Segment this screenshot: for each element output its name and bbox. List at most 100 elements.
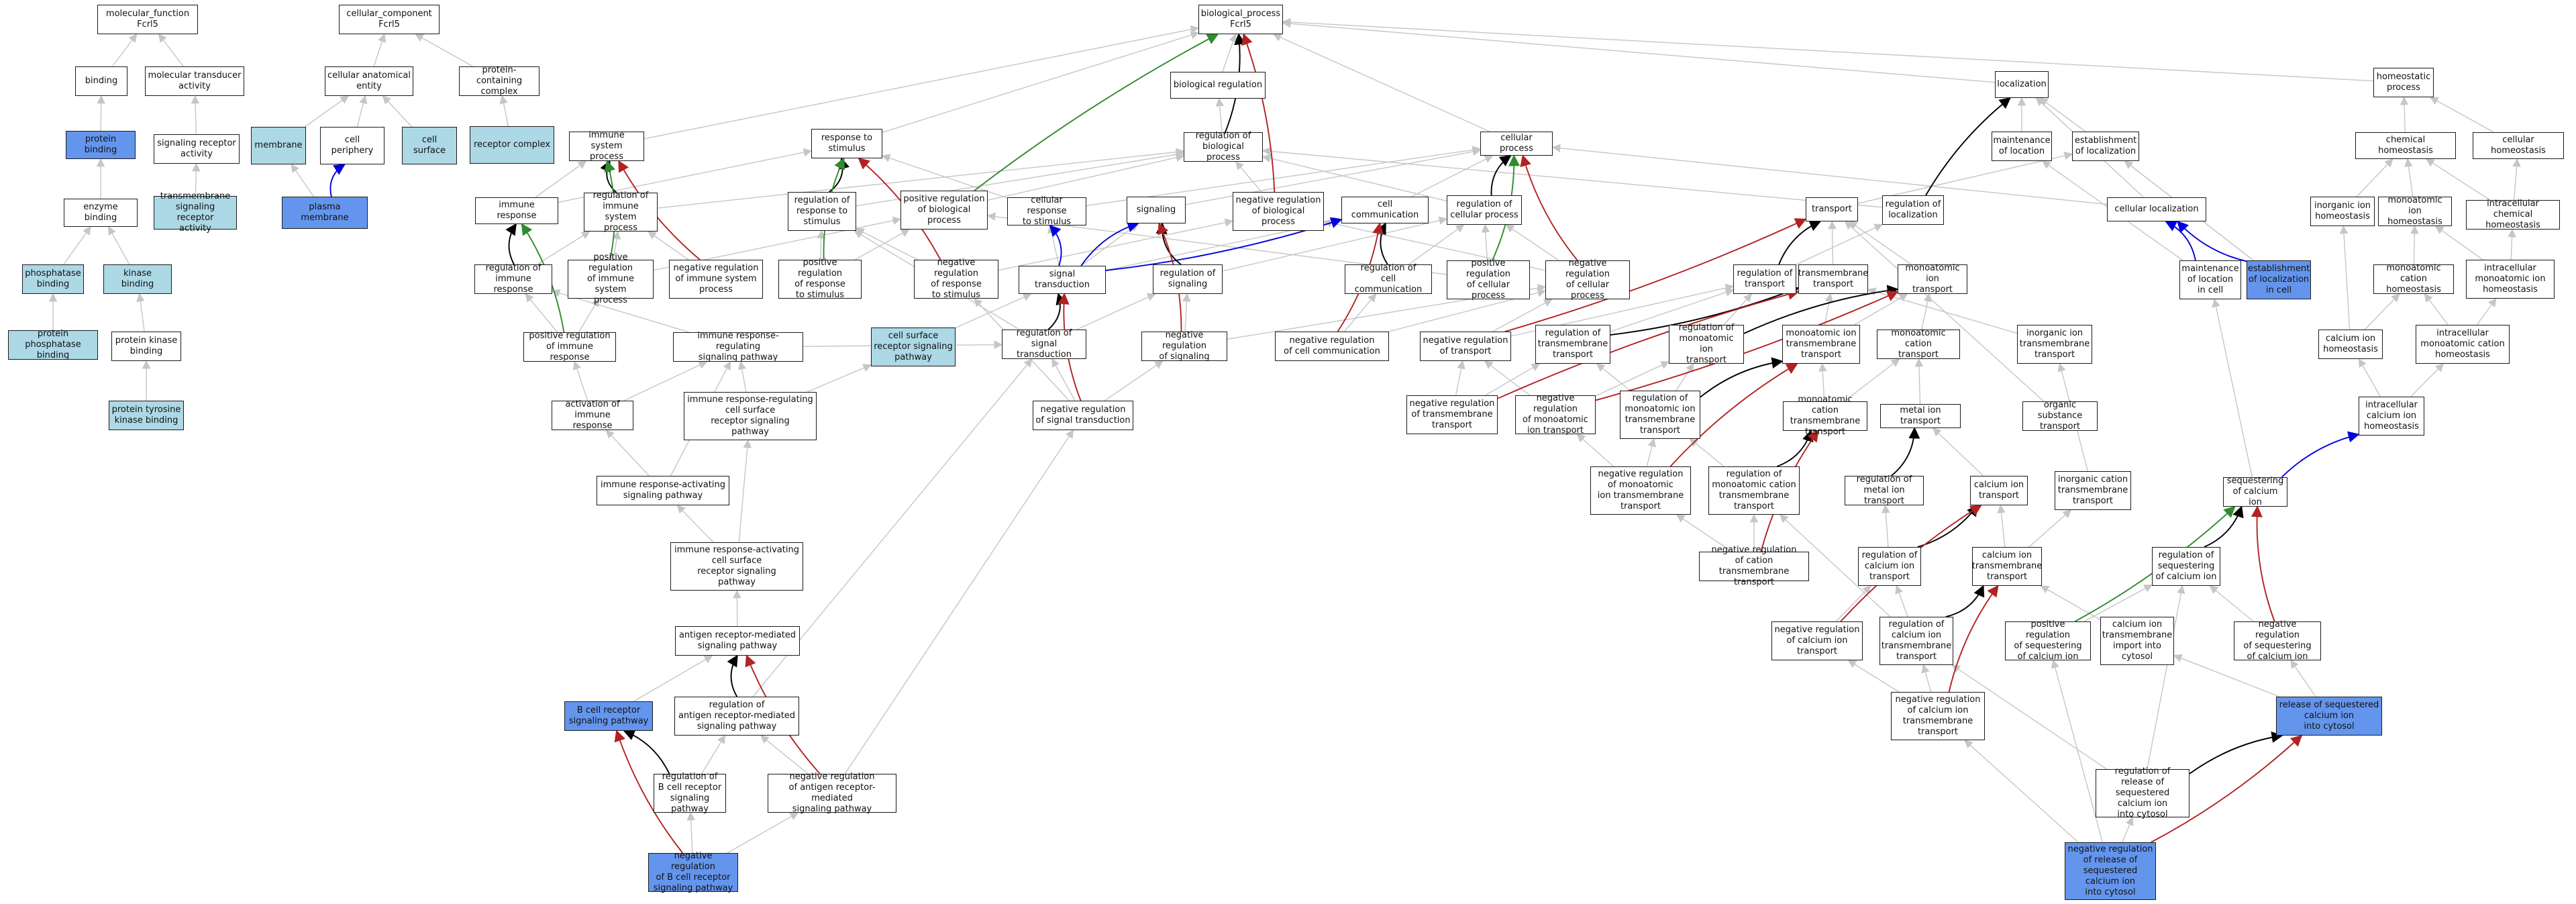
go-term-prisp: positive regulation of immune system pro… xyxy=(568,252,654,305)
go-term-ost: organic substance transport xyxy=(2022,400,2098,432)
edge-mih-to-chemhom xyxy=(2404,158,2414,197)
edge-risp-to-rbp xyxy=(657,148,1185,209)
go-term-mitt: monoatomic ion transmembrane transport xyxy=(1782,325,1860,364)
edge-tmt-to-transport xyxy=(1828,220,1837,265)
go-term-nrmit: negative regulation of monoatomic ion tr… xyxy=(1515,393,1596,436)
edge-nrmit-to-mit xyxy=(1595,291,1899,401)
edge-rtmt-to-tmt xyxy=(1610,286,1800,336)
go-term-rir: regulation of immune response xyxy=(474,263,552,295)
edge-mctt-to-mct xyxy=(1844,358,1900,402)
edge-chemhom-to-homeo xyxy=(2400,96,2409,133)
edge-rseqci-to-seqci xyxy=(2204,505,2244,548)
go-term-rcitt: regulation of calcium ion transmembrane … xyxy=(1879,617,1953,665)
edge-cit-to-metit xyxy=(1933,428,1984,476)
edge-prbp-to-bp xyxy=(974,34,1219,191)
edge-air-to-irrsp xyxy=(623,361,708,401)
go-term-nrctt: negative regulation of cation transmembr… xyxy=(1699,545,1809,587)
edge-sra-to-mt xyxy=(191,95,200,135)
edge-nrst-to-nrsig xyxy=(1104,360,1164,401)
edge-phosbind-to-enzbind xyxy=(63,225,91,265)
edge-rst-to-rsig xyxy=(1076,293,1156,330)
go-term-rtmt: regulation of transmembrane transport xyxy=(1535,325,1610,364)
edge-nrbcrsp-to-bcrsp xyxy=(614,730,684,854)
edge-nrbcrsp-to-rbcrsp xyxy=(686,811,696,854)
edge-prisp-to-risp xyxy=(612,230,621,260)
edge-prir-to-prisp xyxy=(578,297,600,333)
edge-rmitt-to-rtmt xyxy=(1596,363,1631,391)
go-term-cellper: cell periphery xyxy=(320,127,384,164)
go-term-bcrsp: B cell receptor signaling pathway xyxy=(564,701,653,731)
go-term-membrane: membrane xyxy=(251,127,306,164)
edge-nrarsp-to-rarsp xyxy=(760,735,809,774)
go-term-rmit: regulation of monoatomic ion transport xyxy=(1669,323,1744,365)
go-term-cellcomm: cell communication xyxy=(1341,197,1429,223)
go-term-cih: calcium ion homeostasis xyxy=(2318,330,2383,359)
edge-rcit-to-rmetit xyxy=(1882,504,1890,548)
edge-prcp-to-rcp xyxy=(1481,223,1490,261)
go-term-rmetit: regulation of metal ion transport xyxy=(1845,474,1924,506)
edge-rtrans-to-rloc xyxy=(1796,223,1884,265)
edge-nrrsscic-to-rrsscic xyxy=(2122,816,2134,843)
edge-cae-to-cc xyxy=(373,33,387,67)
go-term-enzbind: enzyme binding xyxy=(64,199,138,227)
edge-nrseqci-to-rseqci xyxy=(2209,585,2254,622)
go-term-arsp: antigen receptor-mediated signaling path… xyxy=(675,626,800,656)
go-term-mih: monoatomic ion homeostasis xyxy=(2378,195,2452,227)
edge-nrtmt-to-tmt xyxy=(1497,289,1800,399)
edge-rarsp-to-arsp xyxy=(727,654,738,697)
go-term-nrst: negative regulation of signal transducti… xyxy=(1033,401,1133,430)
edge-air-to-prir xyxy=(572,360,588,401)
edge-nrsig-to-rsig xyxy=(1182,293,1191,332)
edge-nrtmt-to-nrtrans xyxy=(1455,360,1465,396)
edge-pm-to-membrane xyxy=(291,163,315,197)
edge-rsig-to-rcp xyxy=(1222,216,1448,272)
edge-rrsscic-to-rsscic xyxy=(2189,731,2283,774)
edge-seqci-to-icih xyxy=(2281,431,2360,478)
edge-nrtrans-to-transport xyxy=(1504,218,1807,332)
go-term-rmctt: regulation of monoatomic cation transmem… xyxy=(1708,466,1800,515)
edge-binding-to-mf xyxy=(111,33,138,67)
edge-icch-to-chemhom xyxy=(2426,158,2491,201)
go-term-nrtrans: negative regulation of transport xyxy=(1420,332,1511,361)
edge-nrmit-to-nrtrans xyxy=(1484,360,1531,396)
edge-metit-to-mct xyxy=(1914,358,1924,405)
edge-mit-to-transport xyxy=(1848,221,1912,265)
go-term-bp: biological_process Fcrl5 xyxy=(1198,5,1283,34)
edge-irasp-to-air xyxy=(605,430,650,476)
go-term-nrisp: negative regulation of immune system pro… xyxy=(669,260,763,299)
go-term-mt: molecular transducer activity xyxy=(145,66,244,96)
go-term-rrsscic: regulation of release of sequestered cal… xyxy=(2096,766,2189,819)
go-term-rst: regulation of signal transduction xyxy=(1002,328,1086,360)
edge-nrmit-to-rmit xyxy=(1595,361,1670,397)
edge-cellper-to-cae xyxy=(356,95,368,128)
go-term-rtrans: regulation of transport xyxy=(1733,264,1796,294)
edge-cih-to-mch xyxy=(2364,293,2400,330)
go-term-immresp: immune response xyxy=(475,197,558,224)
edge-rmitt-to-rmit xyxy=(1676,362,1694,391)
go-term-nrcc: negative regulation of cell communicatio… xyxy=(1275,332,1389,361)
edge-nrmitt-to-mitt xyxy=(1669,363,1798,467)
go-term-nrseqci: negative regulation of sequestering of c… xyxy=(2234,619,2321,662)
go-term-chemhom: chemical homeostasis xyxy=(2355,132,2456,159)
edge-nrcitt-to-nrcit xyxy=(1847,660,1900,693)
go-term-eol: establishment of localization xyxy=(2072,132,2139,161)
edge-imch-to-mch xyxy=(2424,293,2449,325)
edge-pkb-to-kinbind xyxy=(136,293,145,332)
edge-cellsurf-to-cae xyxy=(382,95,413,128)
go-term-air: activation of immune response xyxy=(552,399,633,431)
go-term-nrbcrsp: negative regulation of B cell receptor s… xyxy=(648,851,738,893)
edge-rmitt-to-mitt xyxy=(1700,357,1784,398)
go-term-loc: localization xyxy=(1995,71,2049,98)
edge-nrisp-to-risp xyxy=(648,231,689,260)
go-term-nrcp: negative regulation of cellular process xyxy=(1545,258,1630,301)
go-term-irrsp: immune response-regulating signaling pat… xyxy=(673,331,803,362)
go-term-rmitt: regulation of monoatomic ion transmembra… xyxy=(1620,391,1700,439)
edge-nrcp-to-cp xyxy=(1520,154,1578,261)
go-term-kinbind: kinase binding xyxy=(103,264,172,294)
go-term-rcc: regulation of cell communication xyxy=(1345,263,1432,295)
edge-signaling-to-cp xyxy=(1185,147,1482,205)
go-term-rcit: regulation of calcium ion transport xyxy=(1858,547,1921,586)
go-term-nrtmt: negative regulation of transmembrane tra… xyxy=(1406,395,1498,434)
go-term-seqci: sequestering of calcium ion xyxy=(2223,476,2287,507)
